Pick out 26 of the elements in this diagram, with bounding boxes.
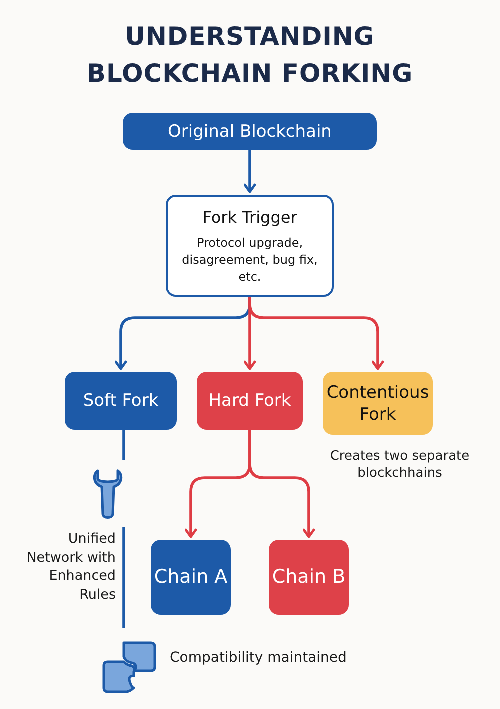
- node-title: Chain B: [272, 565, 346, 590]
- note-text: Unified Network with Enhanced Rules: [26, 530, 116, 604]
- node-title: Original Blockchain: [168, 120, 332, 142]
- process-box: [269, 540, 349, 615]
- puzzle-icon: [102, 640, 157, 694]
- node-title: Chain A: [154, 565, 228, 590]
- process-box: [323, 372, 433, 435]
- arrow: [244, 150, 256, 194]
- node-description: Protocol upgrade, disagreement, bug fix, etc.: [181, 234, 319, 286]
- process-box: [123, 113, 377, 150]
- node-title: Contentious Fork: [326, 382, 430, 426]
- title: UNDERSTANDING BLOCKCHAIN FORKING: [86, 21, 414, 90]
- node-title: Hard Fork: [208, 390, 292, 412]
- node-title: Fork Trigger: [202, 206, 298, 228]
- arrow: [248, 297, 384, 370]
- node-caption: Compatibility maintained: [170, 650, 348, 667]
- arrow: [248, 430, 316, 538]
- process-box: [151, 540, 231, 615]
- node-caption: Creates two separate blockchhains: [329, 448, 471, 482]
- connector-line: [122, 527, 126, 628]
- trigger-box: [166, 195, 334, 297]
- connector-line: [122, 430, 126, 460]
- wrench-icon: [92, 468, 124, 520]
- process-box: [197, 372, 303, 430]
- process-box: [65, 372, 177, 430]
- node-title: Soft Fork: [83, 390, 159, 412]
